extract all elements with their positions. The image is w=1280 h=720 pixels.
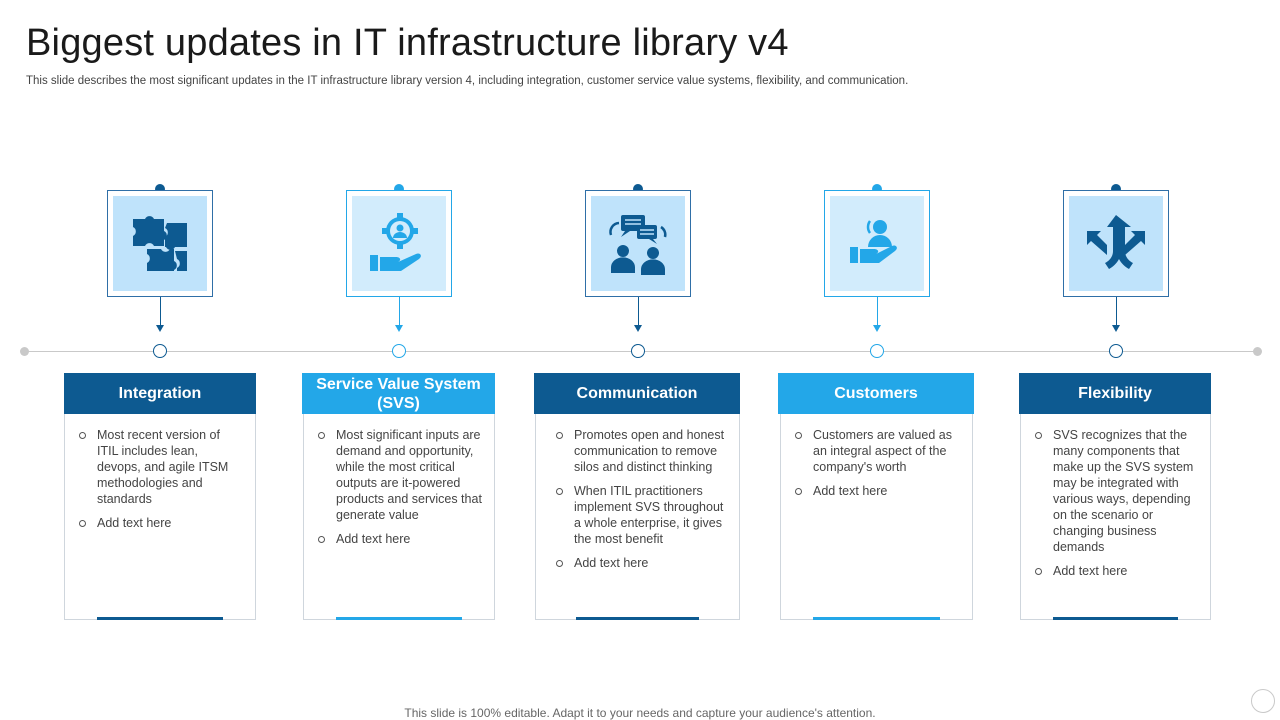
- slide-footer: This slide is 100% editable. Adapt it to…: [404, 706, 876, 720]
- bullet-item: Promotes open and honest communication t…: [556, 427, 727, 475]
- bullet-item: Most recent version of ITIL includes lea…: [79, 427, 243, 507]
- icon-connector: [399, 297, 400, 326]
- card-bottom-bar: [1053, 617, 1178, 620]
- bullet-item: SVS recognizes that the many components …: [1035, 427, 1198, 555]
- connector-arrow: [1112, 325, 1120, 332]
- timeline-start-dot: [20, 347, 29, 356]
- bullet-item: Add text here: [556, 555, 727, 571]
- bullet-list: Most significant inputs are demand and o…: [304, 411, 494, 547]
- card-header-customers: Customers: [778, 373, 974, 414]
- bullet-list: Promotes open and honest communication t…: [536, 411, 739, 571]
- card-header-flexibility: Flexibility: [1019, 373, 1211, 414]
- content-card-communication: Promotes open and honest communication t…: [535, 410, 740, 620]
- hand-gear-person-icon: [370, 212, 421, 271]
- bullet-list: Customers are valued as an integral aspe…: [781, 411, 972, 499]
- timeline-node-communication: [631, 344, 645, 358]
- slide-subtitle: This slide describes the most significan…: [26, 75, 909, 87]
- icon-top-dot: [394, 184, 404, 194]
- card-bottom-bar: [97, 617, 223, 620]
- icon-card-integration: [107, 190, 213, 297]
- bullet-list: Most recent version of ITIL includes lea…: [65, 411, 255, 531]
- card-header-communication: Communication: [534, 373, 740, 414]
- connector-arrow: [395, 325, 403, 332]
- bullet-item: Add text here: [795, 483, 960, 499]
- card-bottom-bar: [576, 617, 699, 620]
- icon-connector: [638, 297, 639, 326]
- timeline-node-svs: [392, 344, 406, 358]
- icon-connector: [160, 297, 161, 326]
- puzzle-icon: [133, 215, 187, 271]
- bullet-item: Add text here: [318, 531, 482, 547]
- icon-card-flexibility: [1063, 190, 1169, 297]
- corner-circle: [1251, 689, 1275, 713]
- content-card-integration: Most recent version of ITIL includes lea…: [64, 410, 256, 620]
- timeline-end-dot: [1253, 347, 1262, 356]
- bullet-item: Customers are valued as an integral aspe…: [795, 427, 960, 475]
- connector-arrow: [634, 325, 642, 332]
- timeline-node-flexibility: [1109, 344, 1123, 358]
- split-arrows-icon: [1087, 214, 1145, 269]
- content-card-svs: Most significant inputs are demand and o…: [303, 410, 495, 620]
- connector-arrow: [156, 325, 164, 332]
- hand-customer-icon: [850, 219, 897, 263]
- icon-connector: [877, 297, 878, 326]
- timeline-node-integration: [153, 344, 167, 358]
- icon-card-customers: [824, 190, 930, 297]
- bullet-item: When ITIL practitioners implement SVS th…: [556, 483, 727, 547]
- bullet-item: Add text here: [1035, 563, 1198, 579]
- content-card-customers: Customers are valued as an integral aspe…: [780, 410, 973, 620]
- card-header-svs: Service Value System (SVS): [302, 373, 495, 414]
- bullet-item: Most significant inputs are demand and o…: [318, 427, 482, 523]
- bullet-list: SVS recognizes that the many components …: [1021, 411, 1210, 579]
- icon-card-communication: [585, 190, 691, 297]
- icon-top-dot: [1111, 184, 1121, 194]
- people-chat-icon: [609, 214, 667, 275]
- timeline-node-customers: [870, 344, 884, 358]
- slide-title: Biggest updates in IT infrastructure lib…: [26, 22, 789, 64]
- icon-top-dot: [633, 184, 643, 194]
- card-bottom-bar: [813, 617, 940, 620]
- card-bottom-bar: [336, 617, 462, 620]
- icon-top-dot: [872, 184, 882, 194]
- bullet-item: Add text here: [79, 515, 243, 531]
- content-card-flexibility: SVS recognizes that the many components …: [1020, 410, 1211, 620]
- icon-connector: [1116, 297, 1117, 326]
- card-header-integration: Integration: [64, 373, 256, 414]
- connector-arrow: [873, 325, 881, 332]
- icon-card-svs: [346, 190, 452, 297]
- icon-top-dot: [155, 184, 165, 194]
